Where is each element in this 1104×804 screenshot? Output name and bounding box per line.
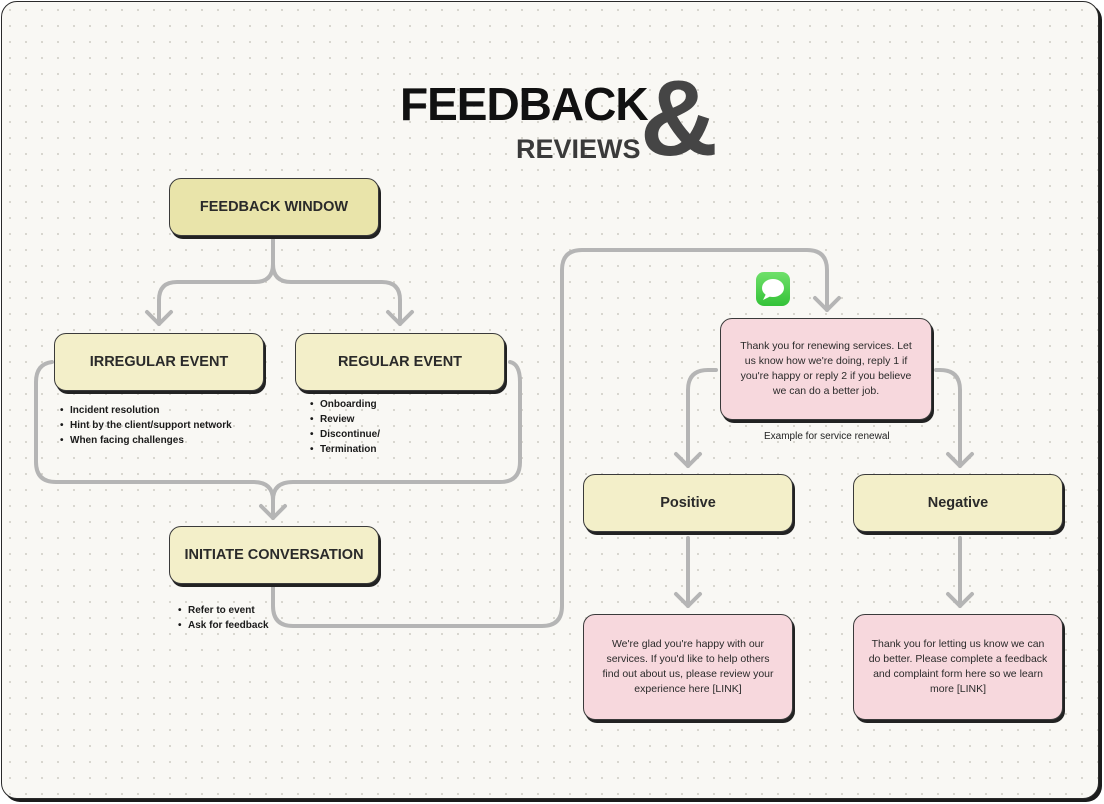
arrowhead-regular	[386, 310, 414, 326]
initiate-conversation-list: Refer to event Ask for feedback	[178, 603, 269, 633]
arrowhead-irregular	[145, 310, 173, 326]
arrowhead-negative	[946, 452, 974, 468]
node-regular-event: REGULAR EVENT	[295, 333, 505, 391]
regular-event-list: Onboarding Review Discontinue/ Terminati…	[310, 397, 380, 457]
arrowhead-negative-response	[946, 592, 974, 608]
connector-message-to-positive	[686, 368, 718, 468]
node-feedback-window: FEEDBACK WINDOW	[169, 178, 379, 236]
connector-message-to-negative	[934, 368, 962, 468]
list-item: Hint by the client/support network	[60, 418, 232, 433]
connector-window-to-irregular	[157, 236, 275, 326]
list-item: Ask for feedback	[178, 618, 269, 633]
list-item: Termination	[310, 442, 380, 457]
list-item: Refer to event	[178, 603, 269, 618]
node-positive-response: We're glad you're happy with our service…	[583, 614, 793, 720]
list-item: Incident resolution	[60, 403, 232, 418]
arrowhead-message	[813, 296, 841, 312]
node-irregular-event: IRREGULAR EVENT	[54, 333, 264, 391]
renewal-caption: Example for service renewal	[764, 431, 890, 442]
irregular-event-list: Incident resolution Hint by the client/s…	[60, 403, 232, 448]
node-negative-response: Thank you for letting us know we can do …	[853, 614, 1063, 720]
connector-window-to-regular	[271, 262, 402, 326]
title-ampersand: &	[640, 57, 718, 178]
title-feedback: FEEDBACK	[400, 78, 649, 130]
node-initiate-conversation: INITIATE CONVERSATION	[169, 526, 379, 584]
node-positive: Positive	[583, 474, 793, 532]
connector-irregular-to-initiate	[34, 360, 275, 520]
arrowhead-initiate	[259, 504, 287, 520]
message-bubble-icon	[756, 272, 790, 306]
node-negative: Negative	[853, 474, 1063, 532]
list-item: Discontinue/	[310, 427, 380, 442]
list-item: Onboarding	[310, 397, 380, 412]
list-item: When facing challenges	[60, 433, 232, 448]
connector-initiate-to-message	[271, 248, 829, 628]
title-reviews: REVIEWS	[516, 134, 641, 164]
arrowhead-positive	[674, 452, 702, 468]
arrowhead-positive-response	[674, 592, 702, 608]
connector-regular-to-initiate	[271, 360, 522, 502]
list-item: Review	[310, 412, 380, 427]
node-renewal-message: Thank you for renewing services. Let us …	[720, 318, 932, 420]
